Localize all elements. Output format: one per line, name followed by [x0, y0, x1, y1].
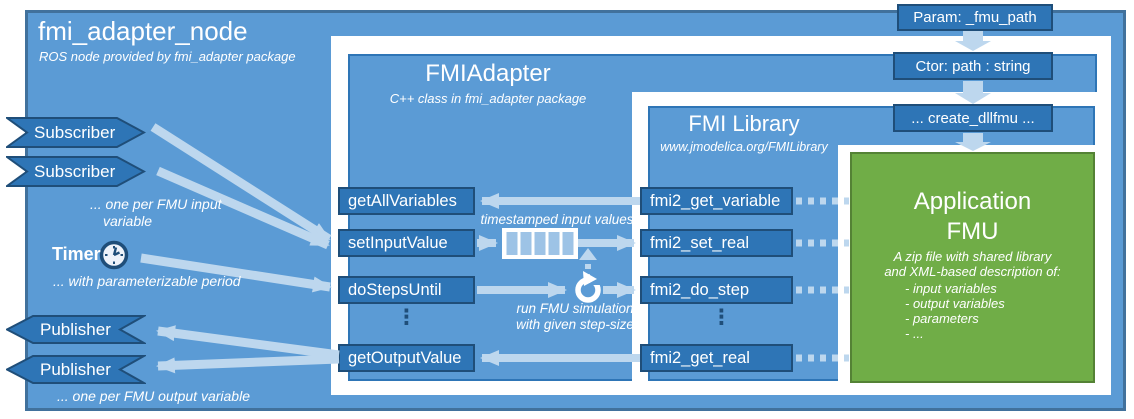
function-fmi2-do-step: fmi2_do_step — [640, 276, 793, 304]
fmu-desc-line2: and XML-based description of: — [884, 264, 1061, 279]
ellipsis-vertical-icon: ⋮ — [711, 305, 732, 329]
subscriber-note-line2: variable — [103, 213, 153, 229]
function-fmi2-get-real: fmi2_get_real — [640, 344, 793, 372]
adapter-subtitle: C++ class in fmi_adapter package — [389, 91, 587, 106]
node-title: fmi_adapter_node — [38, 16, 248, 46]
fmu-list-item: - output variables — [905, 296, 1005, 311]
fmu-list-item: - parameters — [905, 311, 979, 326]
subscriber-label: Subscriber — [34, 122, 116, 142]
subscriber-shape: Subscriber — [6, 156, 146, 187]
fmu-title-line1: Application — [913, 188, 1032, 215]
library-title: FMI Library — [688, 111, 800, 136]
adapter-title: FMIAdapter — [425, 60, 551, 87]
subscriber-label: Subscriber — [34, 161, 116, 181]
subscriber-note-line1: ... one per FMU input — [90, 196, 222, 212]
publisher-shape: Publisher — [6, 315, 146, 344]
timer-note: ... with parameterizable period — [53, 273, 241, 289]
method-get-all-variables: getAllVariables — [338, 187, 475, 215]
loop-annotation-line1: run FMU simulation — [516, 301, 634, 316]
subscriber-shape: Subscriber — [6, 117, 146, 148]
chevron-right-icon — [6, 156, 146, 187]
publisher-note: ... one per FMU output variable — [57, 388, 250, 404]
library-subtitle: www.jmodelica.org/FMILibrary — [660, 140, 828, 154]
node-subtitle: ROS node provided by fmi_adapter package — [39, 49, 296, 64]
chevron-left-icon — [6, 355, 146, 384]
fmu-list-item: - ... — [905, 326, 924, 341]
method-do-steps-until: doStepsUntil — [338, 276, 475, 304]
ctor-path-string-box: Ctor: path : string — [893, 52, 1053, 80]
create-dllfmu-box: ... create_dllfmu ... — [893, 104, 1053, 132]
ellipsis-vertical-icon: ⋮ — [396, 305, 417, 329]
application-fmu-box — [850, 152, 1095, 383]
loop-annotation-line2: with given step-size — [516, 317, 634, 332]
function-fmi2-get-variable: fmi2_get_variable — [640, 187, 793, 215]
publisher-label: Publisher — [40, 319, 111, 339]
method-set-input-value: setInputValue — [338, 229, 475, 257]
fmu-list-item: - input variables — [905, 281, 997, 296]
chevron-left-icon — [6, 315, 146, 344]
queue-annotation: timestamped input values — [480, 212, 634, 227]
timer-label: Timer — [52, 244, 101, 264]
fmu-title-line2: FMU — [946, 218, 999, 245]
publisher-label: Publisher — [40, 359, 111, 379]
method-get-output-value: getOutputValue — [338, 344, 475, 372]
param-fmu-path-box: Param: _fmu_path — [897, 4, 1053, 31]
function-fmi2-set-real: fmi2_set_real — [640, 229, 793, 257]
fmu-desc-line1: A zip file with shared library — [893, 249, 1052, 264]
chevron-right-icon — [6, 117, 146, 148]
publisher-shape: Publisher — [6, 355, 146, 384]
